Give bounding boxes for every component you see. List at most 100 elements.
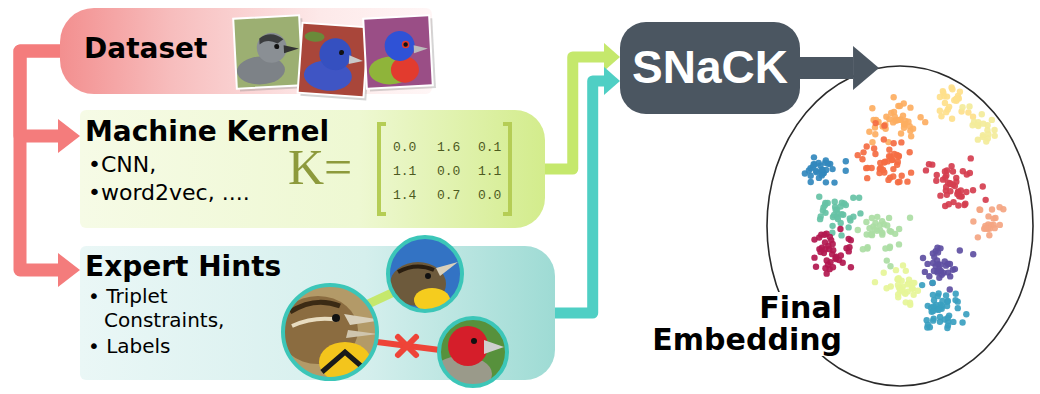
bird-photo	[298, 23, 369, 97]
bird-photo	[259, 34, 283, 45]
embedding-point	[890, 94, 896, 100]
matrix-cell: 1.1	[478, 164, 501, 180]
embedding-point	[931, 297, 937, 303]
embedding-point	[911, 280, 917, 286]
bird-photo	[366, 18, 436, 91]
embedding-point	[808, 179, 814, 185]
embedding-point	[979, 111, 985, 117]
embedding-point	[891, 109, 897, 115]
embedding-point	[886, 116, 892, 122]
embedding-point	[896, 153, 902, 159]
embedding-point	[943, 292, 949, 298]
bullet-item: • Labels	[88, 334, 268, 358]
embedding-point	[996, 204, 1002, 210]
embedding-point	[944, 303, 950, 309]
matrix-bracket	[503, 124, 510, 214]
embedding-point	[820, 207, 826, 213]
embedding-point	[821, 232, 827, 238]
embedding-point	[816, 194, 822, 200]
embedding-point	[893, 267, 899, 273]
embedding-point	[869, 230, 875, 236]
embedding-point	[899, 286, 905, 292]
embedding-point	[838, 252, 844, 258]
embedding-title: Final Embedding	[640, 292, 842, 356]
embedding-point	[943, 187, 949, 193]
embedding-point	[901, 290, 907, 296]
bird-portrait	[292, 319, 338, 326]
embedding-point	[866, 225, 872, 231]
embedding-point	[833, 254, 839, 260]
bird-portrait	[344, 314, 382, 325]
matrix-cell: 0.1	[478, 140, 501, 156]
embedding-point	[901, 100, 907, 106]
embedding-point	[958, 193, 964, 199]
embedding-point	[952, 297, 958, 303]
embedding-point	[890, 166, 896, 172]
embedding-point	[937, 301, 943, 307]
embedding-point	[832, 199, 838, 205]
embedding-point	[927, 324, 933, 330]
embedding-point	[896, 179, 902, 185]
matrix-bracket	[379, 124, 386, 214]
embedding-point	[933, 302, 939, 308]
embedding-point	[956, 95, 962, 101]
bullet-item: • Triplet Constraints,	[88, 284, 268, 332]
embedding-point	[882, 122, 888, 128]
matrix-cell: 0.0	[478, 188, 501, 204]
embedding-point	[949, 116, 955, 122]
embedding-point	[989, 206, 995, 212]
embedding-point	[919, 282, 925, 288]
embedding-point	[880, 167, 886, 173]
embedding-point	[928, 305, 934, 311]
embedding-point	[945, 180, 951, 186]
embedding-point	[902, 291, 908, 297]
matrix-cell: 0.7	[437, 188, 460, 204]
bird-portrait	[385, 234, 465, 314]
embedding-point	[930, 250, 936, 256]
embedding-point	[987, 225, 993, 231]
embedding-point	[823, 179, 829, 185]
embedding-point	[832, 204, 838, 210]
embedding-point	[895, 282, 901, 288]
embedding-point	[895, 291, 901, 297]
flow-arrow	[20, 51, 60, 136]
embedding-point	[961, 202, 967, 208]
embedding-point	[819, 172, 825, 178]
embedding-point	[935, 261, 941, 267]
embedding-point	[989, 117, 995, 123]
embedding-point	[945, 269, 951, 275]
embedding-point	[829, 251, 835, 257]
embedding-point	[910, 286, 916, 292]
embedding-point	[824, 257, 830, 263]
embedding-point	[820, 170, 826, 176]
bullet-item: •word2vec, ....	[88, 180, 250, 206]
embedding-point	[903, 299, 909, 305]
embedding-point	[958, 187, 964, 193]
embedding-point	[820, 204, 826, 210]
embedding-point	[832, 255, 838, 261]
embedding-point	[905, 288, 911, 294]
embedding-point	[887, 263, 893, 269]
embedding-point	[985, 221, 991, 227]
embedding-point	[887, 153, 893, 159]
embedding-point	[896, 226, 902, 232]
flow-arrow	[800, 57, 853, 79]
embedding-point	[883, 113, 889, 119]
embedding-point	[950, 199, 956, 205]
embedding-point	[822, 246, 828, 252]
embedding-point	[937, 245, 943, 251]
embedding-point	[905, 280, 911, 286]
embedding-point	[811, 154, 817, 160]
embedding-point	[907, 215, 913, 221]
embedding-point	[892, 117, 898, 123]
embedding-point	[818, 231, 824, 237]
embedding-point	[947, 180, 953, 186]
embedding-point	[977, 207, 983, 213]
embedding-point	[971, 119, 977, 125]
embedding-point	[955, 189, 961, 195]
embedding-point	[975, 123, 981, 129]
embedding-point	[825, 161, 831, 167]
embedding-point	[962, 201, 968, 207]
matrix-cell: 1.1	[393, 164, 416, 180]
embedding-point	[838, 220, 844, 226]
